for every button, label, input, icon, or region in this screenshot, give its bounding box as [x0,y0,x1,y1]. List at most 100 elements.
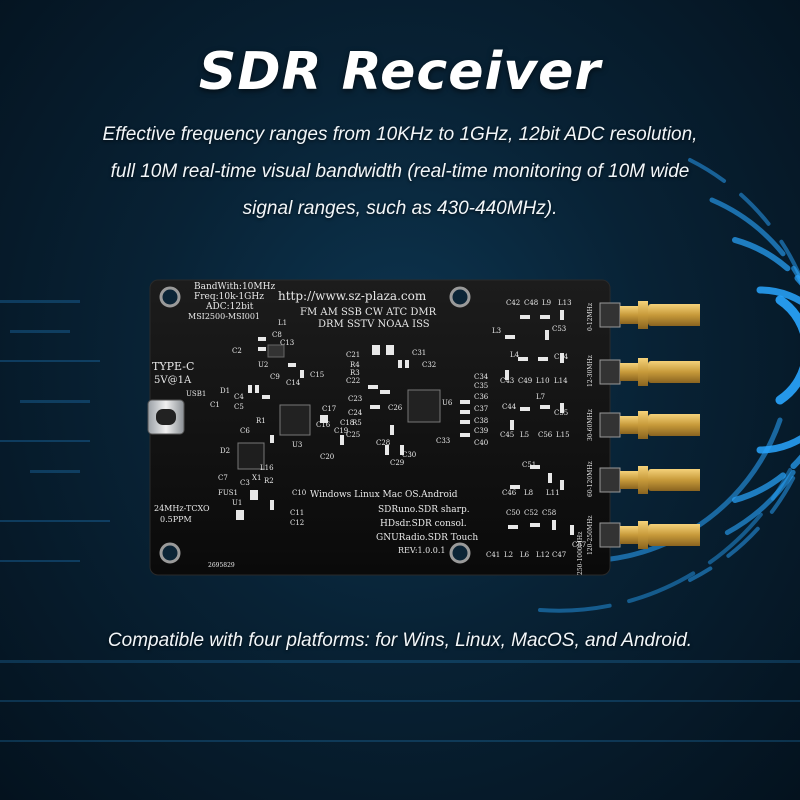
svg-text:U1: U1 [232,499,242,507]
chip-u2 [267,344,285,358]
os-line: Windows Linux Mac OS.Android [310,490,458,500]
svg-text:120-250MHz: 120-250MHz [587,516,594,555]
software-line: SDRuno.SDR sharp. [378,505,470,515]
svg-text:C47: C47 [552,551,566,559]
svg-text:C37: C37 [474,405,488,413]
modes-line2: DRM SSTV NOAA ISS [318,319,430,330]
svg-text:C5: C5 [234,403,244,411]
svg-text:C45: C45 [500,431,514,439]
svg-text:C4: C4 [234,393,244,401]
svg-text:U2: U2 [258,361,268,369]
svg-text:C46: C46 [502,489,517,497]
svg-text:C49: C49 [518,377,532,385]
svg-text:C39: C39 [474,427,488,435]
svg-text:C52: C52 [524,509,538,517]
spec-bandwidth: BandWith:10MHz [194,282,275,292]
svg-text:L4: L4 [510,351,520,359]
usb-label: USB1 [186,390,206,398]
svg-text:R1: R1 [256,417,266,425]
svg-text:C58: C58 [542,509,556,517]
svg-text:C53: C53 [552,325,566,333]
description: Effective frequency ranges from 10KHz to… [40,116,760,227]
revision-label: REV:1.0.0.1 [398,546,446,555]
modes-line1: FM AM SSB CW ATC DMR [300,307,437,318]
platform-compatibility-caption: Compatible with four platforms: for Wins… [107,630,693,651]
band-labels: 0-12MHz 12-30MHz 30-60MHz 60-120MHz 120-… [577,303,594,575]
mount-hole [159,542,181,564]
svg-text:C35: C35 [474,382,488,390]
svg-text:L11: L11 [546,489,560,497]
software-line: HDsdr.SDR consol. [380,519,467,529]
chip-u1 [237,442,265,470]
svg-text:C21: C21 [346,351,360,359]
svg-text:C31: C31 [412,349,426,357]
svg-text:L14: L14 [554,377,568,385]
svg-text:L7: L7 [536,393,545,401]
svg-text:C55: C55 [554,409,568,417]
svg-text:C40: C40 [474,439,488,447]
component-labels-right: C42 C48 L9 L13 L3 C53 L4 C54 C43 C49 L10… [474,299,586,559]
spec-adc: ADC:12bit [205,302,254,312]
svg-text:C33: C33 [436,437,450,445]
svg-text:C3: C3 [240,479,250,487]
svg-text:60-120MHz: 60-120MHz [587,461,594,497]
component-labels-mid: C21 R4 R3 C22 C31 C32 C17 C23 C24 R5 C25… [292,349,453,467]
svg-text:C9: C9 [270,373,280,381]
svg-text:L5: L5 [520,431,529,439]
svg-text:C44: C44 [502,403,517,411]
svg-text:C23: C23 [348,395,362,403]
page-title: SDR Receiver [198,42,602,102]
svg-text:C50: C50 [506,509,520,517]
svg-text:L8: L8 [524,489,533,497]
svg-text:C17: C17 [322,405,336,413]
svg-text:U3: U3 [292,441,302,449]
svg-text:R5: R5 [352,419,362,427]
svg-text:L6: L6 [520,551,530,559]
serial-number: 2695829 [208,562,235,569]
power-rating: 5V@1A [154,375,192,386]
svg-text:C42: C42 [506,299,520,307]
sdr-board-photo: BandWith:10MHz Freq:10k-1GHz ADC:12bit M… [147,279,700,576]
svg-text:R3: R3 [350,369,360,377]
svg-text:C51: C51 [522,461,536,469]
software-line: GNURadio.SDR Touch [376,533,478,543]
svg-text:C57: C57 [572,541,586,549]
svg-text:C25: C25 [346,431,360,439]
svg-text:C1: C1 [210,401,220,409]
svg-text:12-30MHz: 12-30MHz [587,355,594,387]
spec-chipset: MSI2500-MSI001 [188,312,260,321]
svg-text:L13: L13 [558,299,572,307]
svg-text:C36: C36 [474,393,489,401]
svg-text:C13: C13 [280,339,294,347]
tcxo-label: 24MHz-TCXO [154,504,210,513]
mount-hole [159,286,181,308]
svg-text:C48: C48 [524,299,538,307]
chip-u3 [279,404,311,436]
svg-text:250-1000MHz: 250-1000MHz [577,532,584,575]
spec-freq: Freq:10k-1GHz [194,292,264,302]
svg-text:C8: C8 [272,331,282,339]
svg-text:C34: C34 [474,373,489,381]
svg-text:L9: L9 [542,299,551,307]
svg-text:0-12MHz: 0-12MHz [587,303,594,331]
svg-text:X1: X1 [252,474,261,482]
svg-text:C18: C18 [340,419,354,427]
svg-text:C20: C20 [320,453,334,461]
tcxo-ppm: 0.5PPM [160,515,192,524]
svg-text:C24: C24 [348,409,363,417]
svg-text:L16: L16 [260,464,274,472]
svg-text:L2: L2 [504,551,513,559]
description-line: Effective frequency ranges from 10KHz to… [102,124,698,145]
svg-text:L12: L12 [536,551,550,559]
component-labels-left: L1 C13 C8 C2 U2 C14 C9 C15 D1 C4 C5 C1 R… [210,319,324,527]
svg-text:C11: C11 [290,509,304,517]
svg-text:C16: C16 [316,421,331,429]
svg-text:L3: L3 [492,327,501,335]
svg-text:C14: C14 [286,379,301,387]
description-line: signal ranges, such as 430-440MHz). [242,198,558,219]
svg-text:C6: C6 [240,427,250,435]
svg-text:R4: R4 [350,361,360,369]
svg-text:C28: C28 [376,439,390,447]
svg-text:L10: L10 [536,377,550,385]
